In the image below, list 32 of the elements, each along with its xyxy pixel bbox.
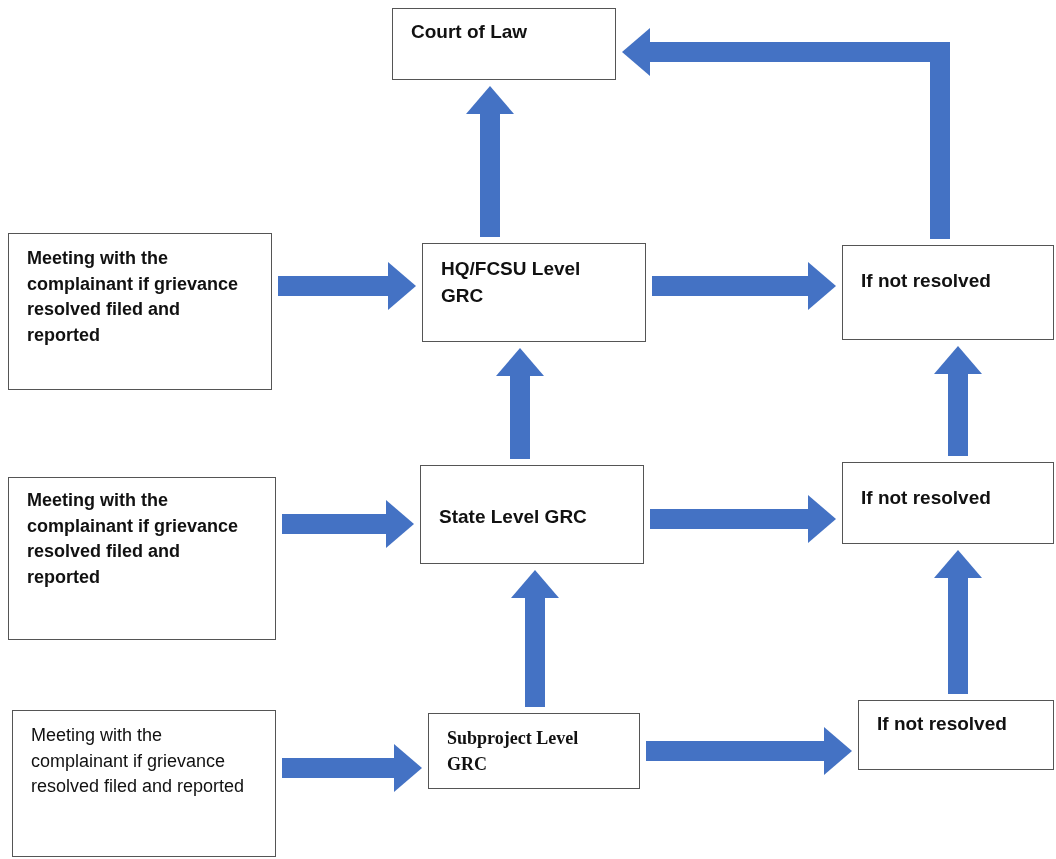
box-label: State Level GRC xyxy=(439,505,588,529)
block-arrow xyxy=(282,744,422,792)
block-arrow xyxy=(622,28,950,239)
process-box xyxy=(422,243,646,342)
process-box xyxy=(420,465,644,564)
block-arrow xyxy=(511,570,559,707)
box-label: Meeting with the complainant if grievance resolved filed and reported xyxy=(27,247,240,347)
box-label: Meeting with the complainant if grievance resolved filed and reported xyxy=(31,724,246,799)
block-arrow xyxy=(466,86,514,237)
block-arrow xyxy=(934,550,982,694)
box-label: If not resolved xyxy=(877,712,1008,736)
process-box xyxy=(428,713,640,789)
box-label: If not resolved xyxy=(861,269,992,293)
process-box xyxy=(842,462,1054,544)
box-label: Court of Law xyxy=(411,20,529,44)
process-box xyxy=(842,245,1054,340)
box-label: If not resolved xyxy=(861,486,992,510)
block-arrow xyxy=(934,346,982,456)
process-box xyxy=(12,710,276,857)
block-arrow xyxy=(650,495,836,543)
box-label: Subproject Level GRC xyxy=(447,727,580,776)
box-label: HQ/FCSU Level GRC xyxy=(441,257,582,308)
box-label: Meeting with the complainant if grievance resolved filed and reported xyxy=(27,489,240,589)
process-box xyxy=(8,233,272,390)
block-arrow xyxy=(646,727,852,775)
process-box xyxy=(858,700,1054,770)
block-arrow xyxy=(496,348,544,459)
process-box xyxy=(8,477,276,640)
block-arrow xyxy=(652,262,836,310)
block-arrow xyxy=(278,262,416,310)
block-arrow xyxy=(282,500,414,548)
process-box xyxy=(392,8,616,80)
